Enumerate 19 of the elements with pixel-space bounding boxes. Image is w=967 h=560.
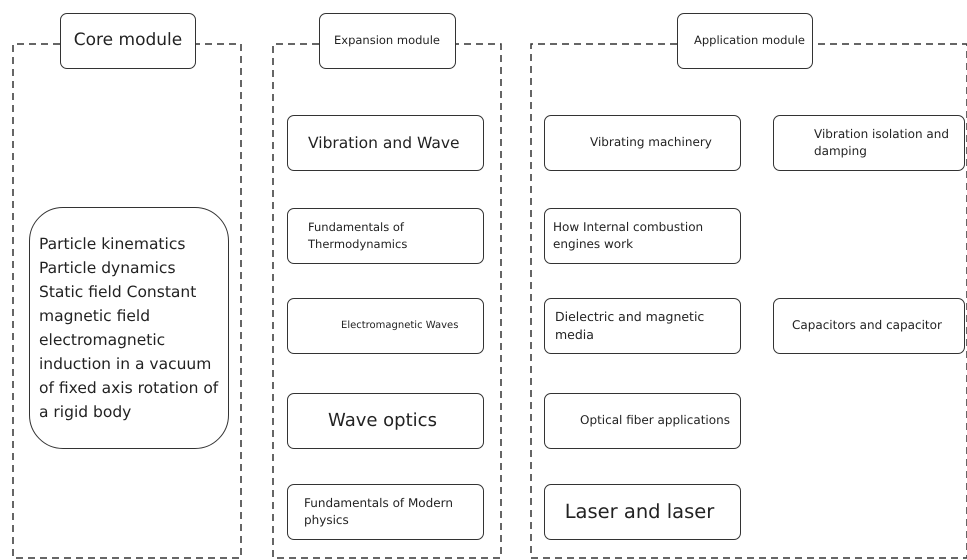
topic-box: Capacitors and capacitor [773,298,965,354]
topic-box: Optical fiber applications [544,393,741,449]
topic-box: Laser and laser [544,484,741,540]
topic-box: Wave optics [287,393,484,449]
module-heading: Expansion module [319,13,456,69]
topic-box: Dielectric and magnetic media [544,298,741,354]
module-heading: Application module [677,13,813,69]
topic-box: Vibrating machinery [544,115,741,171]
module-panel [273,13,501,558]
module-panel [531,13,967,558]
topic-list-box: Particle kinematics Particle dynamics Static field Constant magnetic field electromagnetic induction in a vacuum of fixed axis rotation of a rigid body [29,207,229,449]
module-panel [13,13,241,558]
topic-box: Fundamentals of Modern physics [287,484,484,540]
module-heading: Core module [60,13,196,69]
topic-box: Vibration isolation and damping [773,115,965,171]
topic-box: How Internal combustion engines work [544,208,741,264]
topic-box: Fundamentals of Thermodynamics [287,208,484,264]
topic-box: Vibration and Wave [287,115,484,171]
topic-box: Electromagnetic Waves [287,298,484,354]
